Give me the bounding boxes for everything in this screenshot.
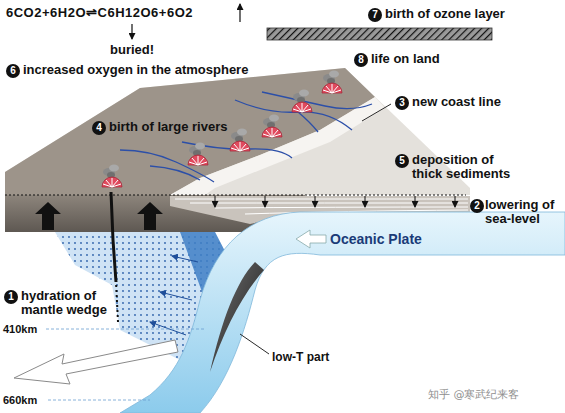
annotation: new coast line (412, 95, 501, 109)
annotation: life on land (371, 52, 440, 66)
callout-number: 5 (395, 154, 409, 168)
depth-label: 410km (3, 322, 37, 336)
annotation: deposition of thick sediments (412, 153, 522, 181)
chemical-equation: 6CO2+6H2O⇌C6H12O6+6O2 (6, 6, 193, 20)
watermark: 知乎 @寒武纪来客 (428, 388, 520, 402)
annotation: lowering of sea-level (485, 198, 561, 226)
callout-number: 7 (368, 8, 382, 22)
annotation: birth of large rivers (109, 120, 227, 134)
annotation: buried! (110, 43, 154, 57)
callout-number: 2 (470, 199, 484, 213)
annotation: increased oxygen in the atmosphere (23, 63, 248, 77)
callout-number: 8 (354, 53, 368, 67)
callout-number: 3 (395, 96, 409, 110)
callout-number: 4 (92, 121, 106, 135)
callout-number: 1 (4, 290, 18, 304)
annotation: low-T part (272, 350, 329, 364)
callout-number: 6 (6, 64, 20, 78)
annotation: birth of ozone layer (385, 7, 505, 21)
plate-label: Oceanic Plate (330, 231, 422, 247)
depth-label: 660km (3, 393, 37, 407)
annotation: hydration of mantle wedge (21, 289, 111, 317)
